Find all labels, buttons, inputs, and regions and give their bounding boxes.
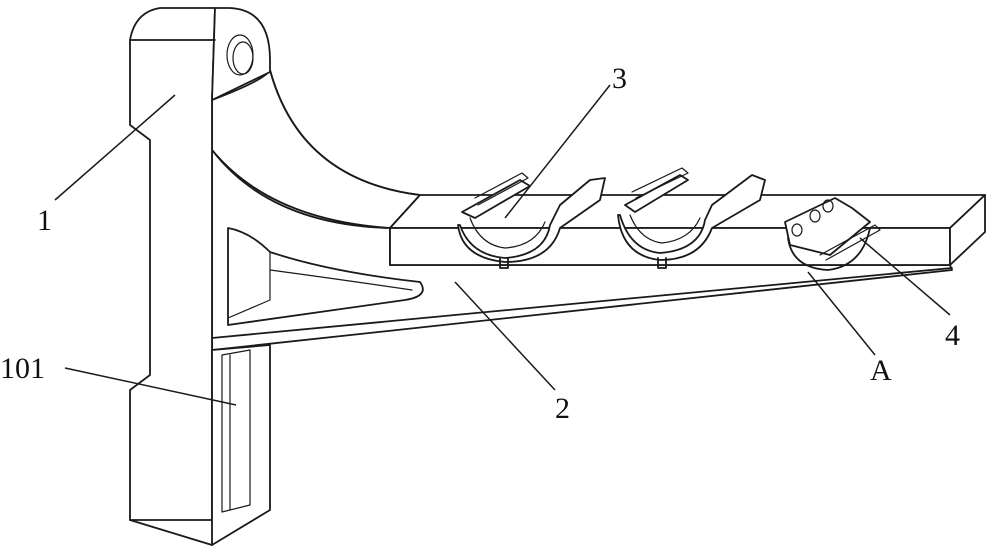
detail-circle [787, 227, 871, 271]
mounting-post [129, 7, 271, 546]
label-4: 4 [945, 319, 960, 352]
label-3: 3 [612, 62, 627, 95]
leader-lines [54, 84, 951, 406]
end-clamp [784, 197, 881, 271]
label-1: 1 [37, 204, 52, 237]
label-2: 2 [555, 392, 570, 425]
label-101: 101 [0, 352, 45, 385]
clamp-1 [457, 172, 606, 269]
slot [221, 349, 251, 513]
clamp-2 [617, 167, 766, 269]
label-a: A [870, 354, 892, 387]
